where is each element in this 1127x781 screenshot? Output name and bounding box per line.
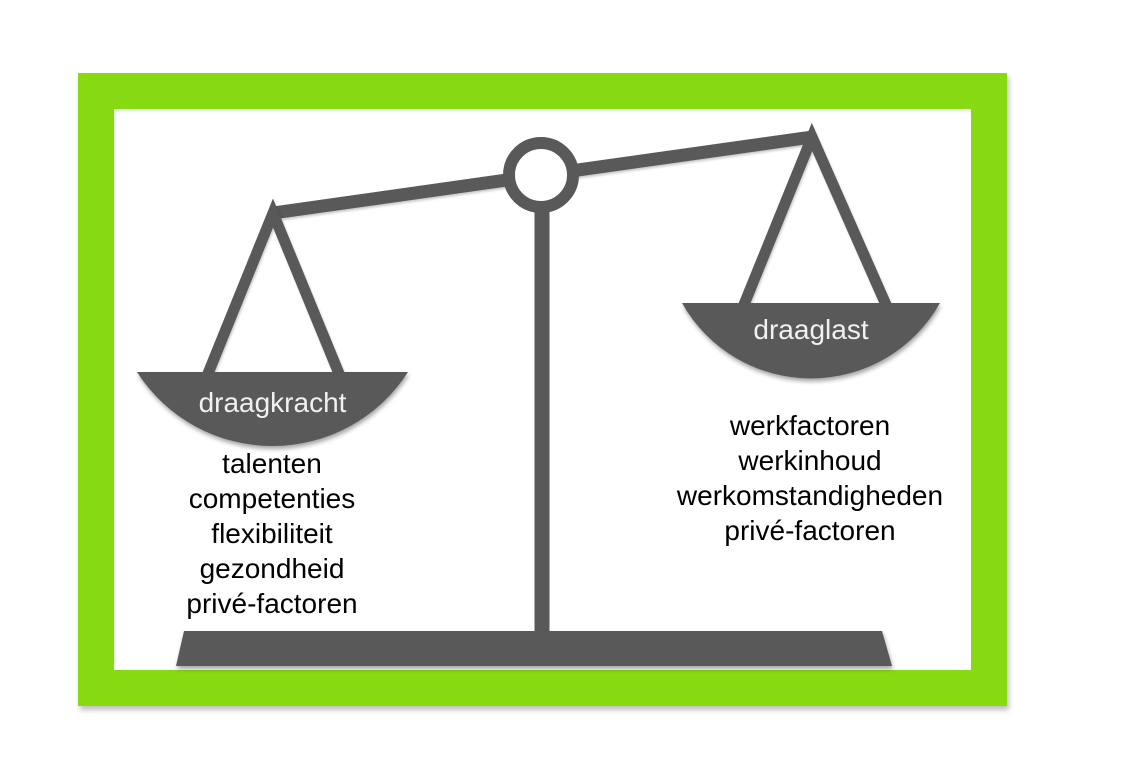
left-list-item: gezondheid: [199, 553, 345, 584]
right-list-item: privé-factoren: [724, 515, 896, 546]
right-list-item: werkomstandigheden: [676, 480, 944, 511]
right-pan: [682, 303, 940, 379]
left-factor-list: talenten competenties flexibiliteit gezo…: [186, 446, 357, 621]
left-pan: [137, 372, 408, 447]
right-factor-list: werkfactoren werkinhoud werkomstandighed…: [677, 408, 943, 548]
stand-base: [176, 631, 892, 666]
right-hanger: [737, 122, 893, 310]
left-hanger: [201, 198, 346, 379]
right-pan-label: draaglast: [753, 314, 869, 345]
left-list-item: talenten: [222, 448, 322, 479]
right-list-item: werkfactoren: [729, 410, 891, 441]
left-list-item: competenties: [188, 483, 356, 514]
left-list-item: flexibiliteit: [211, 518, 333, 549]
left-pan-label: draagkracht: [198, 387, 347, 418]
pivot-ring-icon: [503, 137, 579, 213]
left-list-item: privé-factoren: [186, 588, 358, 619]
right-list-item: werkinhoud: [738, 445, 882, 476]
